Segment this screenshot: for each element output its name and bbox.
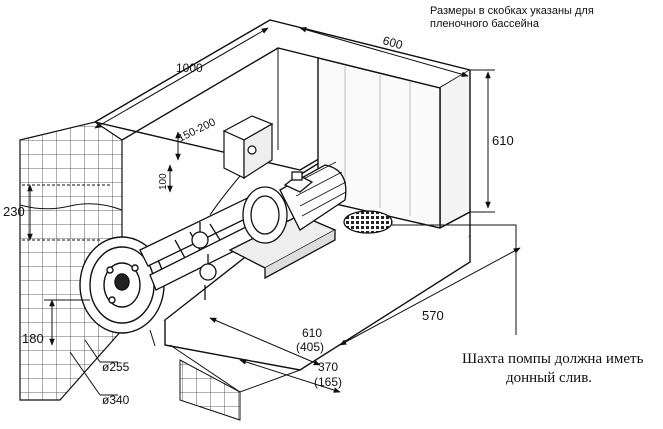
drain-caption-line-2: донный слив. bbox=[506, 370, 593, 386]
dim-1000: 1000 bbox=[176, 61, 203, 75]
drain-caption: Шахта помпы должна иметь донный слив. bbox=[462, 350, 643, 388]
liner-pool-note-line-2: пленочного бассейна bbox=[430, 18, 539, 30]
floor-drain-grate bbox=[343, 210, 393, 234]
dim-370: 370 bbox=[318, 360, 338, 374]
dim-230: 230 bbox=[3, 204, 25, 219]
pump-motor bbox=[228, 161, 347, 280]
dim-610-height: 610 bbox=[492, 133, 514, 148]
dim-dia-340: ø340 bbox=[102, 393, 130, 407]
pool-wall-tiles bbox=[19, 121, 241, 421]
dim-370-liner: (165) bbox=[314, 375, 342, 389]
dim-600: 600 bbox=[381, 33, 404, 52]
jet-nozzle-unit bbox=[79, 236, 165, 334]
dim-570: 570 bbox=[422, 308, 444, 323]
liner-pool-note: Размеры в скобках указаны для пленочного… bbox=[430, 5, 594, 31]
dim-610: 610 bbox=[302, 326, 322, 340]
dim-dia-255: ø255 bbox=[102, 360, 130, 374]
drain-caption-line-1: Шахта помпы должна иметь bbox=[462, 351, 644, 367]
dimension-lines bbox=[22, 19, 521, 396]
dim-100: 100 bbox=[158, 173, 169, 190]
dim-610-liner: (405) bbox=[296, 340, 324, 354]
liner-pool-note-line-1: Размеры в скобках указаны для bbox=[430, 5, 594, 17]
dim-180: 180 bbox=[22, 331, 44, 346]
